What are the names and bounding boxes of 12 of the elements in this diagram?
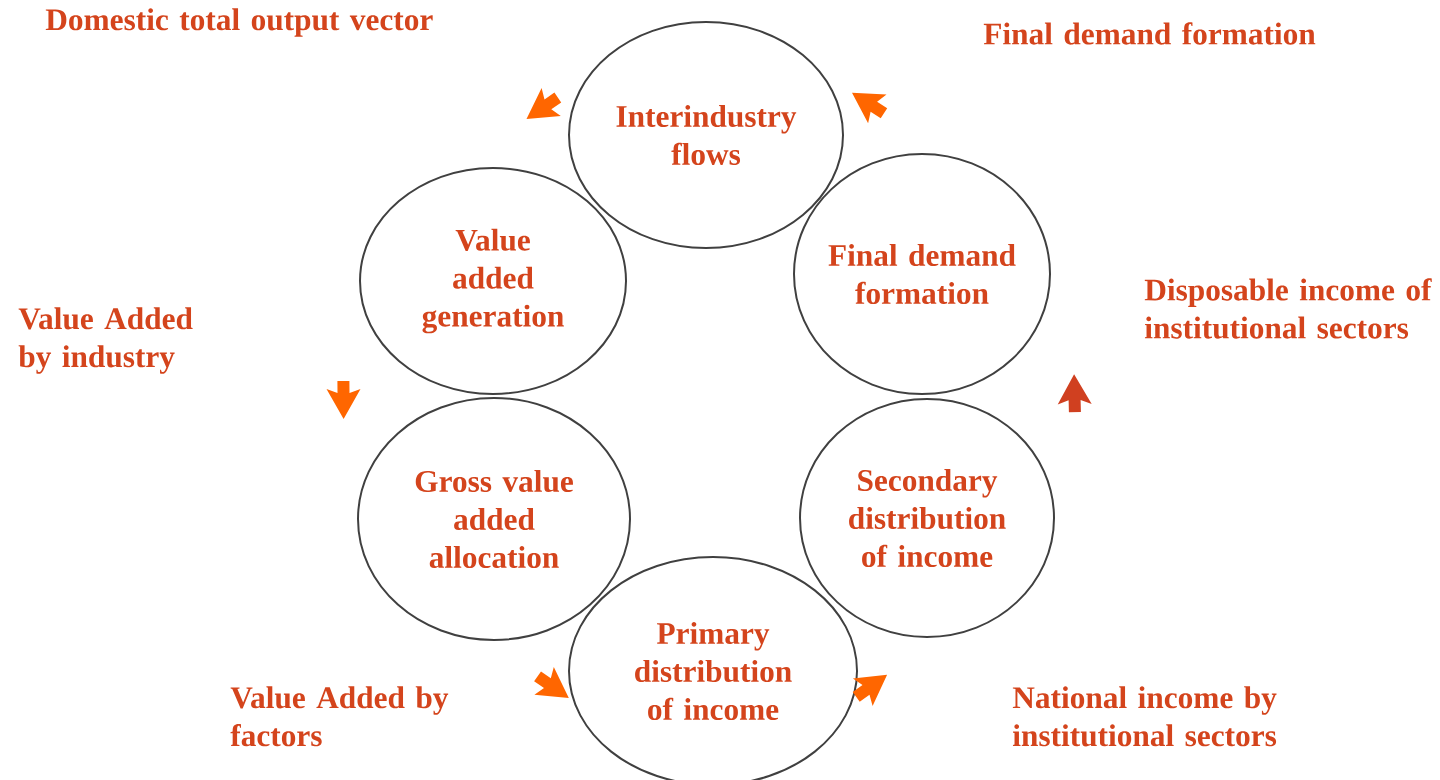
edge-label: Value Added by factors	[230, 686, 449, 747]
edge-label: Final demand formation	[983, 22, 1316, 45]
block-arrow	[852, 674, 888, 707]
block-arrow	[534, 666, 569, 698]
edge-label: Value Added by industry	[18, 307, 193, 374]
edge-label: Disposable income of institutional sectors	[1144, 278, 1432, 339]
block-arrow	[526, 88, 562, 120]
block-arrow	[326, 381, 361, 419]
block-arrow	[1057, 374, 1092, 413]
edge-label: National income by institutional sectors	[1012, 686, 1277, 747]
block-arrow	[852, 92, 888, 124]
edge-label: Domestic total output vector	[45, 8, 433, 37]
